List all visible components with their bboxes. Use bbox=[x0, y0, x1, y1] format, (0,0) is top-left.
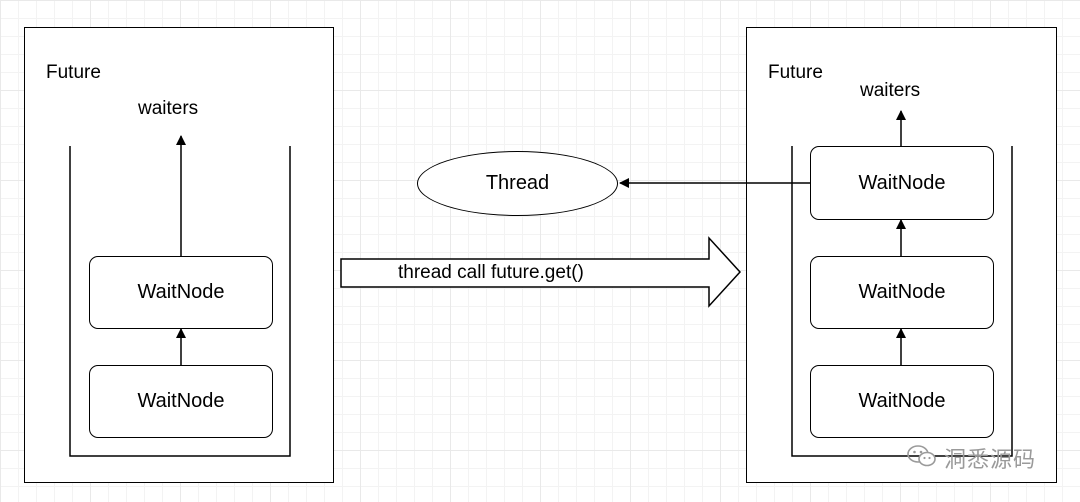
left-waiters-label: waiters bbox=[138, 98, 199, 119]
wait-node-label: WaitNode bbox=[858, 171, 946, 194]
wait-node-label: WaitNode bbox=[137, 281, 225, 303]
wechat-icon bbox=[906, 443, 938, 469]
call-arrow-label: thread call future.get() bbox=[398, 262, 584, 283]
right-waiters-label: waiters bbox=[860, 80, 921, 101]
left-future-title: Future bbox=[46, 62, 101, 83]
thread-ellipse: Thread bbox=[417, 151, 618, 216]
left-wait-node-1: WaitNode bbox=[89, 256, 273, 329]
wait-node-label: WaitNode bbox=[137, 390, 225, 412]
left-wait-node-2: WaitNode bbox=[89, 365, 273, 438]
thread-label: Thread bbox=[485, 172, 550, 194]
right-stack-container bbox=[791, 146, 1013, 457]
right-wait-node-1: WaitNode bbox=[810, 146, 994, 220]
call-block-arrow bbox=[340, 236, 742, 308]
wait-node-label: WaitNode bbox=[858, 281, 946, 303]
right-wait-node-3: WaitNode bbox=[810, 365, 994, 438]
right-future-title: Future bbox=[768, 62, 823, 83]
left-stack-container bbox=[69, 146, 291, 457]
right-wait-node-2: WaitNode bbox=[810, 256, 994, 329]
wait-node-label: WaitNode bbox=[858, 390, 946, 412]
watermark-text: 洞悉源码 bbox=[944, 447, 1037, 472]
